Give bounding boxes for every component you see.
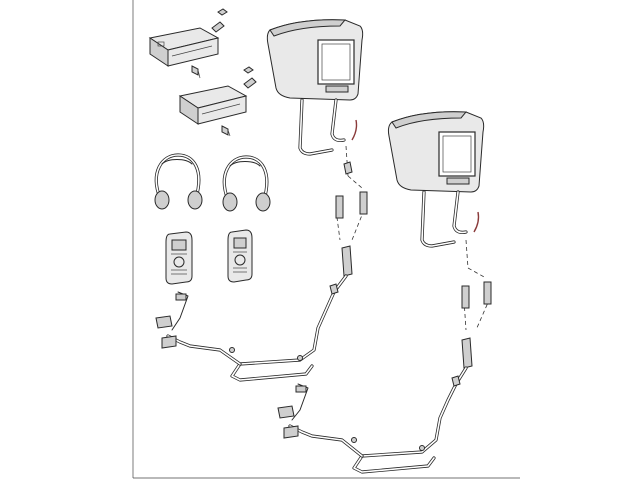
monitor-screen <box>317 39 355 85</box>
bracket-icon <box>295 385 307 393</box>
screw-icon <box>191 65 199 76</box>
connector-icon <box>341 245 353 277</box>
control-module-2 <box>178 66 257 137</box>
bracket-icon <box>277 405 295 419</box>
headrest-monitor-2 <box>387 111 485 248</box>
ear-cup-icon <box>187 190 203 210</box>
connector-group-1 <box>335 145 368 277</box>
screw-icon <box>221 125 229 136</box>
connector-icon <box>335 195 344 219</box>
headphones-2 <box>222 155 271 212</box>
ear-cup-icon <box>154 190 170 210</box>
screw-icon <box>211 21 225 33</box>
screw-icon <box>243 66 254 74</box>
headphones-1 <box>154 153 203 210</box>
connector-icon <box>461 337 473 369</box>
wiring-harness-2 <box>277 366 468 474</box>
remote-control-1 <box>165 231 193 285</box>
screw-icon <box>217 8 228 16</box>
connector-group-2 <box>461 239 492 369</box>
screw-icon <box>243 77 257 89</box>
ear-cup-icon <box>255 192 271 212</box>
headrest-monitor-1 <box>266 19 364 156</box>
remote-control-2 <box>227 229 253 283</box>
bracket-icon <box>155 315 173 329</box>
wiring-harness-1 <box>155 274 348 382</box>
ear-cup-icon <box>222 192 238 212</box>
monitor-screen <box>438 131 476 177</box>
connector-icon <box>461 285 470 309</box>
bracket-icon <box>175 293 187 301</box>
connector-icon <box>359 191 368 215</box>
connector-icon <box>483 281 492 305</box>
control-module-1 <box>148 8 228 79</box>
